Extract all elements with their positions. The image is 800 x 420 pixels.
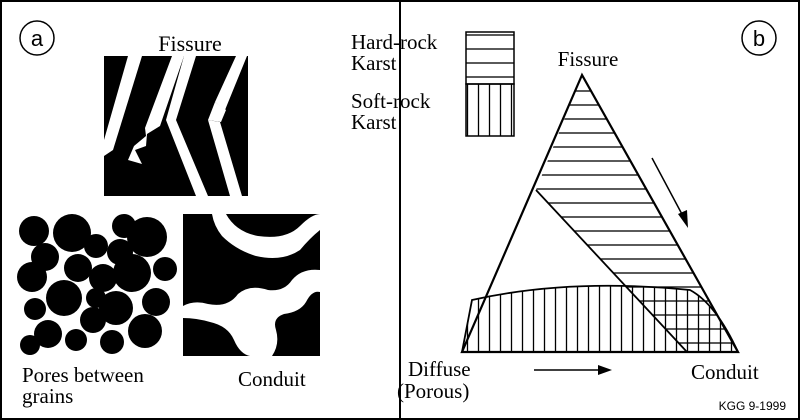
hard-rock-boundary [535, 189, 688, 353]
pores-label-line2: grains [22, 384, 73, 408]
apex-diffuse-label-line2: (Porous) [397, 379, 469, 403]
panel-a: a Fissure [17, 20, 320, 408]
legend-hard-line1: Hard-rock [351, 30, 438, 54]
legend-soft-line1: Soft-rock [351, 89, 431, 113]
pores-block [17, 214, 177, 355]
apex-fissure-label: Fissure [558, 47, 619, 71]
badge-a: a [31, 26, 44, 51]
soft-rock-region [462, 285, 738, 352]
panel-b: b Hard-rock Karst Soft-rock Karst Fissur… [351, 20, 787, 413]
arrow-horizontal [534, 365, 612, 375]
fissure-label-a: Fissure [158, 31, 222, 56]
legend-soft-line2: Karst [351, 110, 397, 134]
arrow-diagonal [651, 157, 688, 228]
ternary-triangle [460, 72, 740, 354]
conduit-block [183, 214, 320, 356]
apex-conduit-label: Conduit [691, 360, 759, 384]
apex-diffuse-label-line1: Diffuse [408, 357, 471, 381]
legend-soft-swatch [465, 83, 515, 137]
legend-hard-swatch [465, 31, 515, 85]
conduit-label-a: Conduit [238, 367, 306, 391]
pores-label-line1: Pores between [22, 363, 144, 387]
badge-b: b [753, 26, 765, 51]
badge-b-circle [741, 20, 777, 56]
credit-label: KGG 9-1999 [719, 399, 787, 413]
badge-a-circle [19, 20, 55, 56]
legend-hard-line2: Karst [351, 51, 397, 75]
fissure-block [104, 56, 248, 196]
